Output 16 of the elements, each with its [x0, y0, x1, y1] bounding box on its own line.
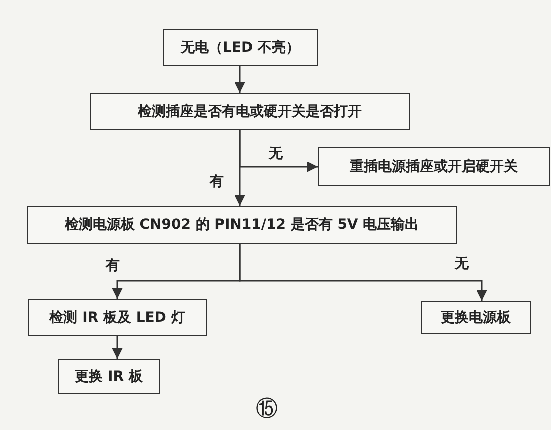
process-box: 更换电源板: [421, 301, 531, 334]
process-box: 更换 IR 板: [58, 359, 160, 394]
arrow: [239, 244, 488, 301]
figure-number: ⑮: [256, 398, 278, 422]
arrow: [112, 336, 123, 359]
process-box: 无电（LED 不亮）: [163, 29, 318, 66]
process-box: 检测插座是否有电或硬开关是否打开: [90, 93, 410, 130]
arrow: [234, 66, 246, 93]
edge-label: 无: [455, 256, 469, 272]
arrow: [234, 130, 246, 206]
process-box: 检测电源板 CN902 的 PIN11/12 是否有 5V 电压输出: [27, 206, 457, 244]
edge-label: 有: [106, 258, 120, 274]
process-box: 重插电源插座或开启硬开关: [318, 147, 550, 186]
edge-label: 无: [269, 146, 283, 162]
edge-label: 有: [210, 174, 224, 190]
process-box: 检测 IR 板及 LED 灯: [28, 299, 207, 336]
